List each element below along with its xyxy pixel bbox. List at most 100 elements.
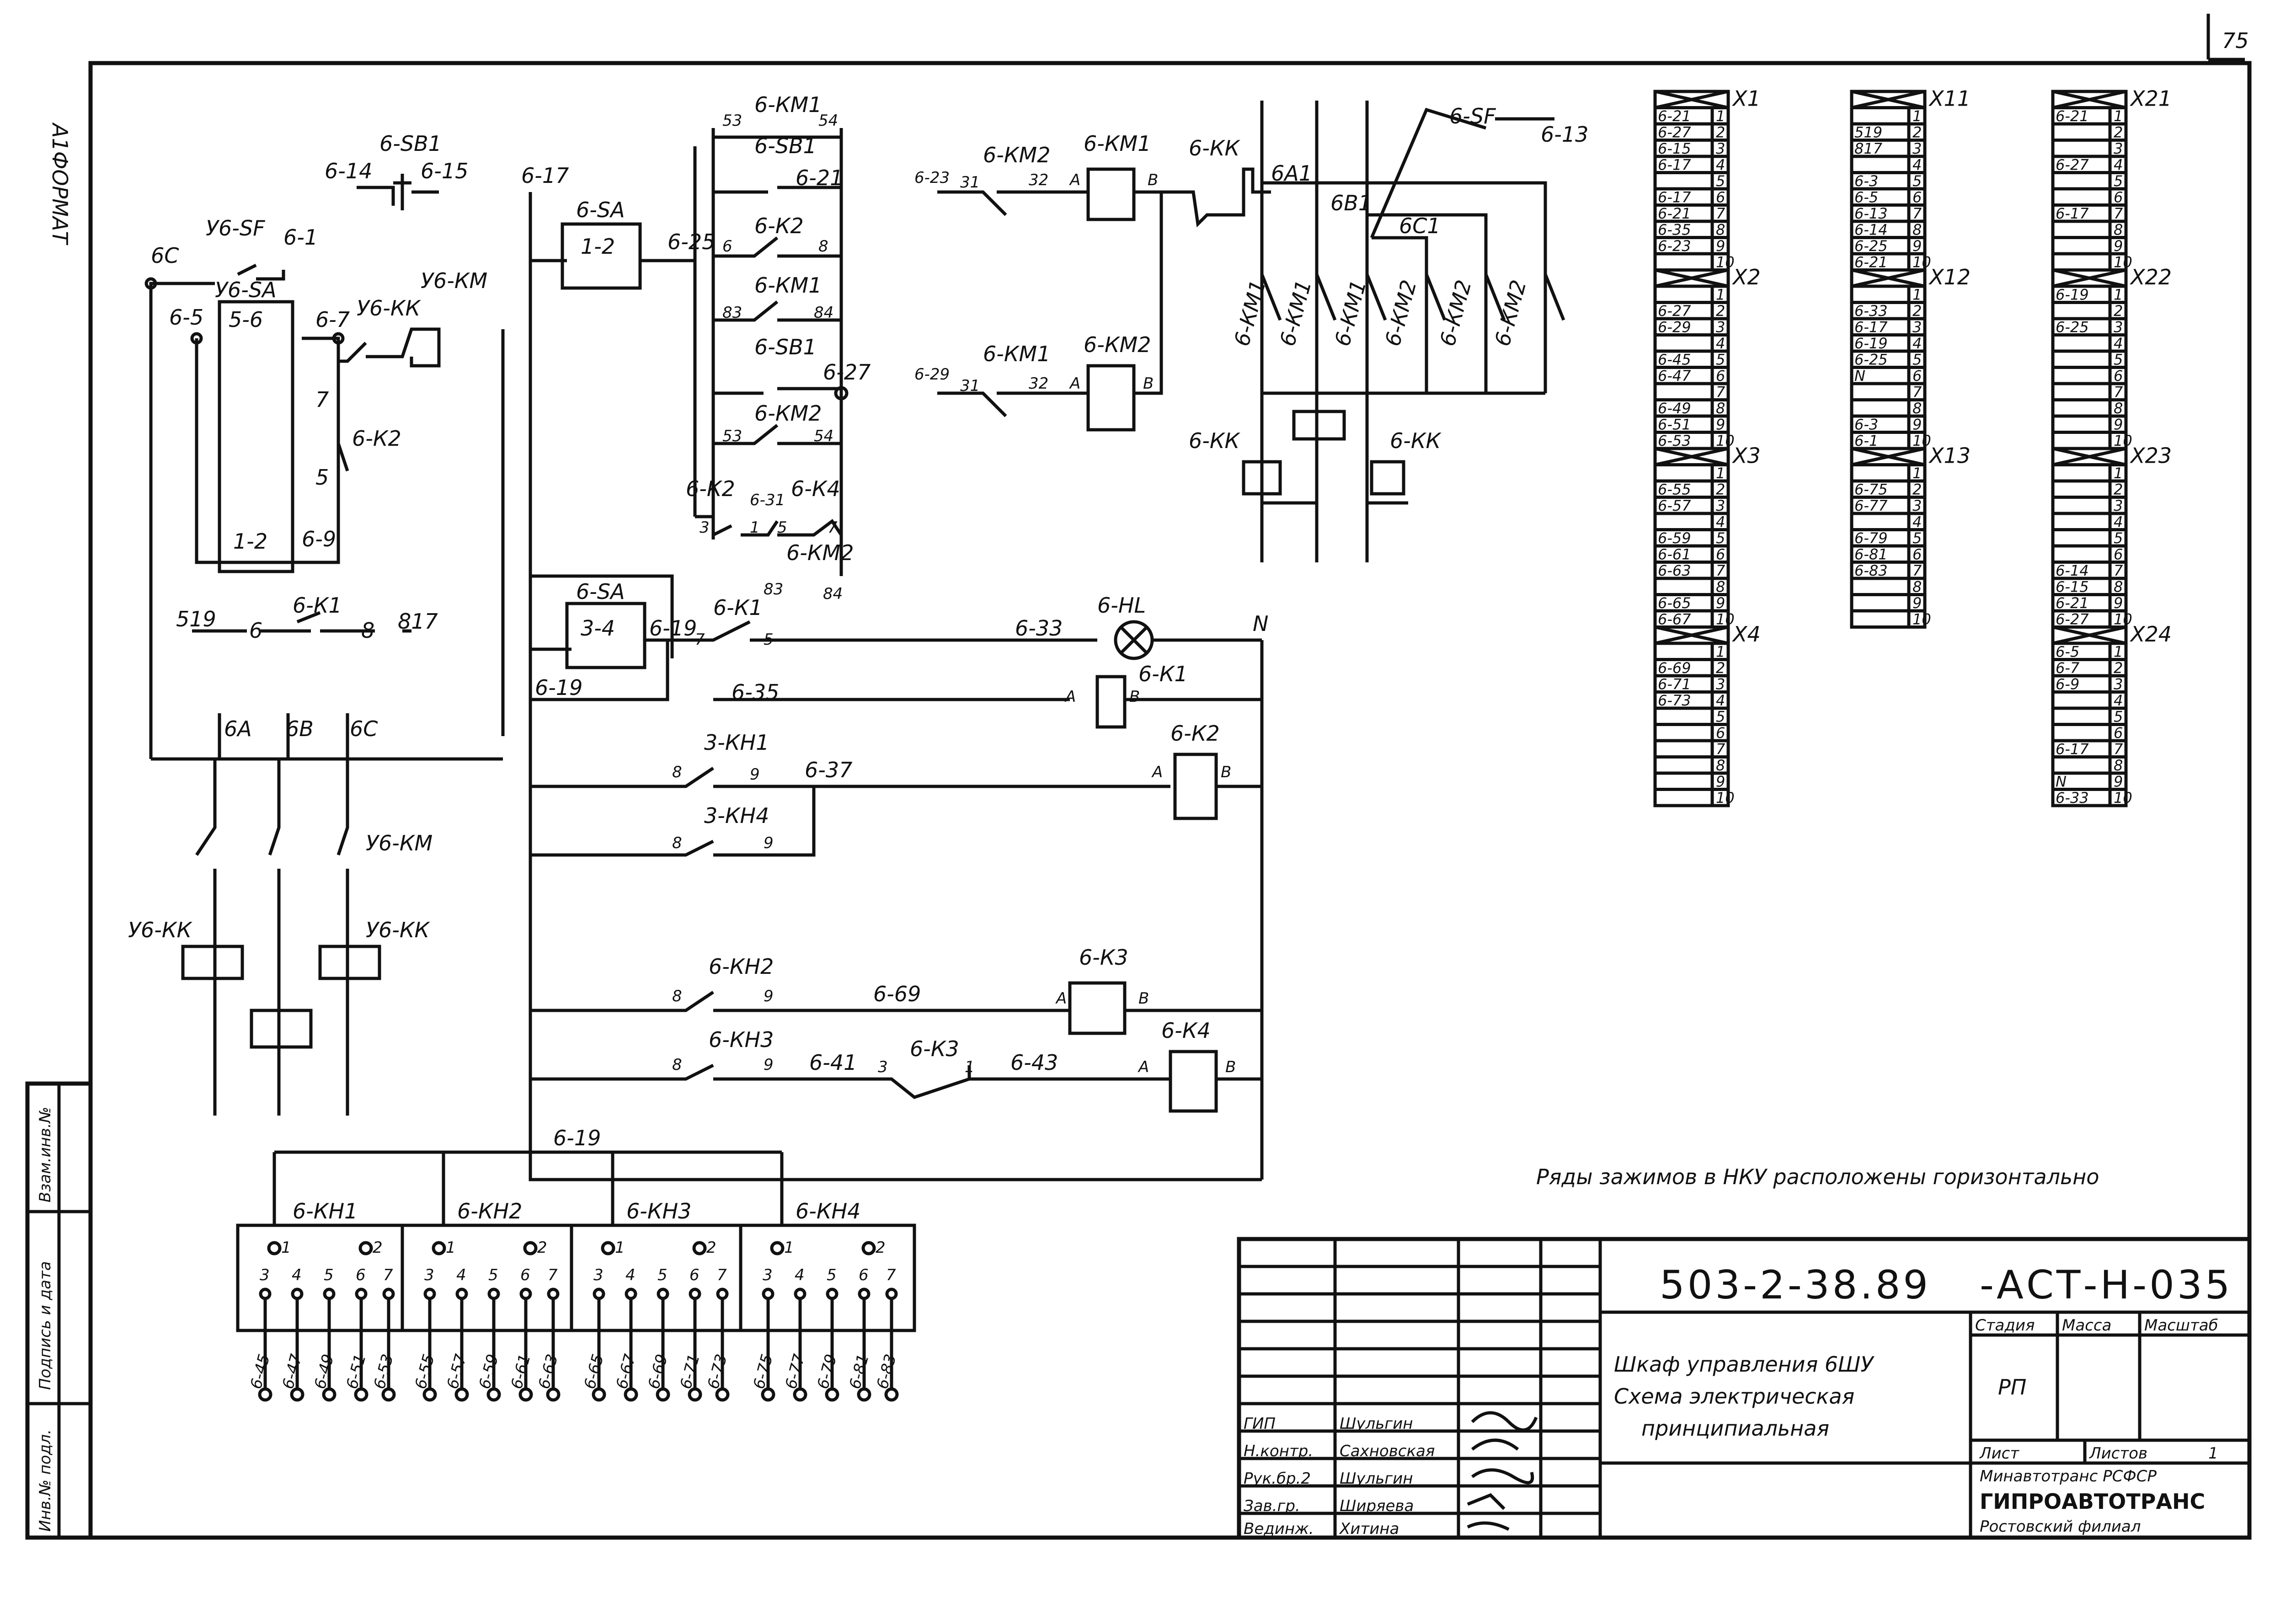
terminal-wire-cell — [1653, 252, 1714, 272]
relay-pin-number: 3 — [260, 1266, 270, 1284]
terminal-wire-label: 6-17 — [2056, 205, 2089, 222]
terminal-wire-label: 6-27 — [1658, 124, 1691, 141]
terminal-wire-label: 6-25 — [1854, 351, 1888, 369]
terminal-wire-cell — [2051, 431, 2112, 450]
terminal-number: 10 — [1912, 254, 1931, 271]
format-label: A1ФОРМАТ — [48, 122, 72, 246]
label-6-kk-right: 6-КК — [1390, 428, 1442, 453]
label-6-sb1: 6-SB1 — [379, 131, 442, 156]
terminal-header-cross — [1851, 90, 1925, 109]
label-6-kk-left: 6-КК — [1189, 428, 1241, 453]
terminal-wire-cell — [1850, 106, 1911, 126]
relay-top-pin-number: 1 — [281, 1239, 291, 1257]
side-stamp: Инв.№ подл. Подпись и дата Взам.инв.№ — [25, 1081, 93, 1540]
label-83-b: 83 — [764, 580, 783, 598]
label-6-5: 6-5 — [169, 305, 203, 330]
terminal-wire-label: 6-17 — [1658, 189, 1691, 206]
terminal-wire-label: 6-5 — [2056, 643, 2079, 661]
label-6-k1: 6-К1 — [293, 593, 342, 618]
relay-wire-label: 6-75 — [750, 1352, 777, 1391]
label-54: 54 — [818, 112, 838, 130]
drawing-frame — [88, 61, 2252, 1540]
terminal-number: 1 — [1716, 286, 1725, 304]
terminal-number: 1 — [2114, 643, 2123, 661]
terminal-block-name: X12 — [1928, 265, 1971, 289]
terminal-number: 7 — [2114, 384, 2123, 401]
terminal-wire-label: 6-17 — [1658, 156, 1691, 174]
label-3-kh1: 3-КН1 — [704, 730, 769, 755]
terminal-wire-label: 6-17 — [2056, 741, 2089, 758]
terminal-number: 5 — [1912, 351, 1922, 369]
terminal-wire-label: 6-27 — [2056, 156, 2089, 174]
relay-pin — [382, 1287, 395, 1300]
label-32-b: 32 — [1029, 374, 1048, 393]
terminal-wire-cell — [2051, 139, 2112, 158]
terminal-wire-label: 6-33 — [1854, 302, 1888, 320]
terminal-wire-cell — [1653, 723, 1714, 743]
terminal-wire-cell — [2051, 252, 2112, 272]
label-6-21: 6-21 — [796, 166, 843, 190]
terminal-number: 9 — [1716, 594, 1725, 612]
terminal-wire-cell — [2051, 187, 2112, 207]
label-6-sa-b: 6-SA — [576, 579, 625, 604]
relay-wire-label: 6-55 — [411, 1352, 438, 1391]
terminal-wire-label: 6-21 — [1658, 205, 1691, 222]
page-number-box: 75 — [2206, 14, 2249, 61]
label-a-1: А — [1069, 171, 1080, 189]
title-line-1: Шкаф управления 6ШУ — [1614, 1352, 1875, 1377]
terminal-number: 4 — [1716, 692, 1725, 709]
terminal-number: 4 — [2114, 692, 2123, 709]
terminal-wire-label: 6-73 — [1658, 692, 1691, 709]
terminal-wire-cell — [1653, 463, 1714, 483]
terminal-wire-label: 6-21 — [1658, 107, 1691, 125]
label-9-f: 9 — [764, 1056, 774, 1074]
terminal-wire-label: 6-17 — [1854, 319, 1888, 336]
terminal-block-name: X1 — [1732, 86, 1761, 111]
relay-pin — [885, 1287, 898, 1300]
label-6-1: 6-1 — [283, 225, 318, 250]
terminal-number: 2 — [1912, 124, 1922, 141]
relay-pin — [762, 1287, 774, 1300]
terminal-number: 4 — [2114, 156, 2123, 174]
org-line-2: ГИПРОАВТОТРАНС — [1980, 1489, 2205, 1514]
terminal-wire-cell — [1850, 398, 1911, 418]
relay-pin — [794, 1287, 807, 1300]
label-b-1: В — [1148, 171, 1158, 189]
relay-pin — [423, 1287, 436, 1300]
terminal-wire-cell — [1653, 284, 1714, 304]
label-6b1: 6В1 — [1330, 191, 1372, 215]
terminal-number: 5 — [2114, 529, 2123, 547]
terminal-number: 10 — [1912, 432, 1931, 449]
header-scale: Масштаб — [2144, 1316, 2218, 1335]
relay-wire-end — [258, 1387, 272, 1402]
label-6-hl: 6-HL — [1097, 593, 1146, 618]
label-6-14: 6-14 — [325, 159, 372, 183]
terminal-wire-label: 6-21 — [2056, 107, 2089, 125]
relay-pin-number: 6 — [520, 1266, 530, 1284]
relay-wire-label: 6-67 — [613, 1352, 640, 1391]
signer-name-2: Шульгин — [1340, 1469, 1413, 1488]
label-8-f: 8 — [672, 1056, 682, 1074]
label-6-k1-coil: 6-К1 — [1138, 662, 1188, 686]
label-6-km1-p2: 6-КМ1 — [1275, 277, 1316, 348]
terminal-wire-label: 6-53 — [1658, 432, 1691, 449]
relay-pin — [323, 1287, 336, 1300]
terminal-number: 1 — [1716, 643, 1725, 661]
label-6-km1-coil: 6-КМ1 — [1084, 131, 1151, 156]
terminal-wire-cell — [2051, 723, 2112, 743]
relay-pin — [547, 1287, 560, 1300]
label-1: 1 — [750, 518, 760, 537]
terminal-number: 3 — [1716, 497, 1725, 514]
relay-wire-label: 6-81 — [846, 1352, 873, 1391]
label-6-km2-p1: 6-КМ2 — [1380, 277, 1421, 348]
terminal-number: 7 — [1716, 205, 1725, 222]
label-6-k4: 6-К4 — [791, 476, 840, 501]
terminal-block-name: X24 — [2130, 622, 2172, 646]
terminal-number: 5 — [1716, 172, 1725, 190]
relay-wire-label: 6-65 — [581, 1352, 608, 1391]
relay-wire-end — [322, 1387, 336, 1402]
terminal-wire-label: 6-77 — [1854, 497, 1888, 514]
signer-name-4: Хитина — [1339, 1520, 1399, 1538]
terminal-number: 2 — [2114, 659, 2123, 677]
terminal-number: 2 — [2114, 302, 2123, 320]
